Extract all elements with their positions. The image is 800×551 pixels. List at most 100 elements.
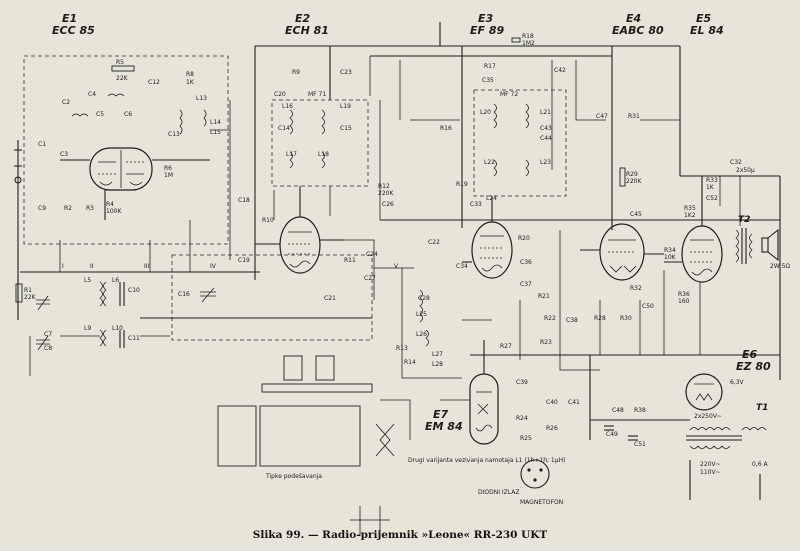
label-l26: L26 bbox=[416, 331, 427, 338]
tube-e7-type: EM 84 bbox=[425, 420, 463, 433]
speaker-icon bbox=[761, 228, 779, 262]
label-c39: C39 bbox=[516, 379, 528, 386]
label-r6-value: 1M bbox=[164, 172, 173, 179]
label-c10: C10 bbox=[128, 287, 140, 294]
label-r27: R27 bbox=[500, 343, 512, 350]
label-c21: C21 bbox=[324, 295, 336, 302]
label-c24: C24 bbox=[366, 251, 378, 258]
tube-e3-type: EF 89 bbox=[470, 24, 505, 37]
label-r34-value: 10K bbox=[664, 254, 677, 261]
label-r9: R9 bbox=[292, 69, 300, 76]
label-c44: C44 bbox=[540, 135, 552, 142]
label-l18: L18 bbox=[318, 151, 329, 158]
label-r1: R1 bbox=[24, 287, 32, 294]
label-r23: R23 bbox=[540, 339, 552, 346]
keys-bar bbox=[261, 383, 373, 393]
tube-e2-id: E2 bbox=[295, 12, 311, 25]
label-c43: C43 bbox=[540, 125, 552, 132]
label-r17: R17 bbox=[484, 63, 496, 70]
if-coils-2 bbox=[493, 103, 529, 177]
label-c5: C5 bbox=[96, 111, 104, 118]
label-c18: C18 bbox=[238, 197, 250, 204]
label-l6: L6 bbox=[112, 277, 119, 284]
label-r36-value: 160 bbox=[678, 298, 690, 305]
if-filter-shield-2 bbox=[473, 89, 567, 197]
label-c12: C12 bbox=[148, 79, 160, 86]
label-l16: L16 bbox=[282, 103, 293, 110]
label-r34: R34 bbox=[664, 247, 676, 254]
label-r18-value: 1M2 bbox=[522, 40, 535, 47]
label-l9: L9 bbox=[84, 325, 91, 332]
label-c16: C16 bbox=[178, 291, 190, 298]
label-c38: C38 bbox=[566, 317, 578, 324]
label-c51: C51 bbox=[634, 441, 646, 448]
vhf-tuner-shield bbox=[23, 55, 229, 245]
keys-panel-left bbox=[217, 405, 257, 467]
label-r35: R35 bbox=[684, 205, 696, 212]
label-r31: R31 bbox=[628, 113, 640, 120]
label-c28: C28 bbox=[418, 295, 430, 302]
if-coils-1 bbox=[289, 109, 325, 169]
if-filter-shield-1 bbox=[271, 99, 369, 187]
label-c45: C45 bbox=[630, 211, 642, 218]
label-l28: L28 bbox=[432, 361, 443, 368]
label-r8-value: 1K bbox=[186, 79, 195, 86]
label-c49: C49 bbox=[606, 431, 618, 438]
tube-e4-envelope bbox=[599, 223, 645, 281]
label-c19: C19 bbox=[238, 257, 250, 264]
label-r36: R36 bbox=[678, 291, 690, 298]
label-c33: C33 bbox=[470, 201, 482, 208]
label-c20: C20 bbox=[274, 91, 286, 98]
tube-e1-type: ECC 85 bbox=[52, 24, 95, 37]
label-r6: R6 bbox=[164, 165, 172, 172]
label-c15: C15 bbox=[340, 125, 352, 132]
tube-e4-type: EABC 80 bbox=[612, 24, 664, 37]
label-c4: C4 bbox=[88, 91, 96, 98]
label-l17: L17 bbox=[286, 151, 297, 158]
tube-e5-id: E5 bbox=[696, 12, 712, 25]
label-c42: C42 bbox=[554, 67, 566, 74]
mains-voltage: 220V~ bbox=[700, 461, 721, 468]
tube-e3-id: E3 bbox=[478, 12, 494, 25]
tube-e5-type: EL 84 bbox=[690, 24, 724, 37]
label-c13: C13 bbox=[168, 131, 180, 138]
label-c11: C11 bbox=[128, 335, 140, 342]
switch-position-5: V bbox=[394, 263, 399, 270]
resistor-r18 bbox=[511, 37, 521, 43]
label-c7: C7 bbox=[44, 331, 52, 338]
label-c9: C9 bbox=[38, 205, 46, 212]
fuse-rating: 0,6 A bbox=[752, 461, 768, 468]
keys-block-1 bbox=[283, 355, 303, 381]
variant-coil-icon bbox=[375, 423, 395, 457]
label-r11: R11 bbox=[344, 257, 356, 264]
label-mf71: MF 71 bbox=[308, 91, 326, 98]
label-r4-value: 100K bbox=[106, 208, 122, 215]
label-l5: L5 bbox=[84, 277, 91, 284]
label-l10: L10 bbox=[112, 325, 123, 332]
antenna-input-icon bbox=[14, 140, 22, 184]
label-r26: R26 bbox=[546, 425, 558, 432]
label-r14: R14 bbox=[404, 359, 416, 366]
speaker-spec: 2W 5Ω bbox=[770, 263, 790, 270]
power-transformer bbox=[686, 427, 767, 449]
switch-position-1: I bbox=[62, 263, 64, 270]
figure-caption: Slika 99. — Radio-prijemnik »Leone« RR-2… bbox=[253, 529, 548, 541]
output-transformer bbox=[735, 228, 753, 264]
label-c41: C41 bbox=[568, 399, 580, 406]
label-c48: C48 bbox=[612, 407, 624, 414]
tube-e3-envelope bbox=[471, 221, 513, 279]
power-transformer-label: T1 bbox=[756, 403, 768, 413]
label-r3: R3 bbox=[86, 205, 94, 212]
resistor-r29 bbox=[619, 167, 626, 187]
tape-label: MAGNETOFON bbox=[520, 499, 563, 506]
keys-block-2 bbox=[315, 355, 335, 381]
tube-e1-envelope bbox=[89, 147, 153, 191]
label-r33-value: 1K bbox=[706, 184, 715, 191]
tube-e4-id: E4 bbox=[626, 12, 641, 25]
label-r29: R29 bbox=[626, 171, 638, 178]
diode-output-label: DIODNI IZLAZ bbox=[478, 489, 519, 496]
label-r5: R5 bbox=[116, 59, 124, 66]
label-r1-value: 22K bbox=[24, 294, 37, 301]
tube-e2-type: ECH 81 bbox=[285, 24, 329, 37]
